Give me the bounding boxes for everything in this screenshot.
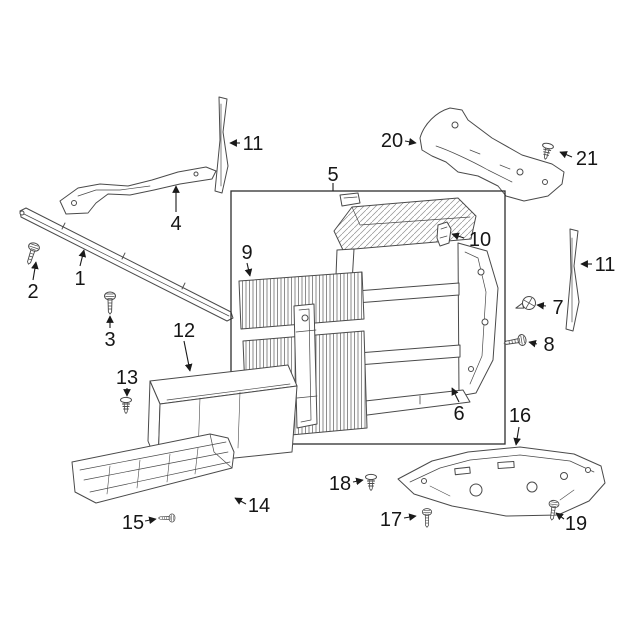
leader-15 bbox=[144, 516, 157, 525]
part-11-right-side-bracket bbox=[565, 228, 580, 332]
callout-label-2: 2 bbox=[27, 281, 38, 303]
callout-label-18: 18 bbox=[329, 473, 351, 495]
leader-6 bbox=[451, 387, 460, 403]
part-18-push-clip bbox=[365, 473, 377, 491]
part-3-bolt bbox=[104, 291, 116, 315]
callout-label-19: 19 bbox=[565, 513, 587, 535]
callout-label-13: 13 bbox=[116, 367, 138, 389]
callout-label-21: 21 bbox=[576, 148, 598, 170]
callout-labels: 1 2 3 4 5 6 7 8 9 10 11 11 12 13 14 15 1… bbox=[27, 130, 615, 535]
leader-16 bbox=[513, 426, 521, 446]
callout-label-4: 4 bbox=[170, 213, 181, 235]
part-17-bolt bbox=[421, 508, 433, 528]
leader-10 bbox=[451, 232, 465, 240]
callout-label-20: 20 bbox=[381, 130, 403, 152]
leader-17 bbox=[403, 513, 417, 521]
part-4-upper-bracket bbox=[59, 166, 217, 215]
callout-label-11-left: 11 bbox=[243, 133, 264, 155]
callout-label-8: 8 bbox=[543, 334, 554, 356]
part-16-under-cover bbox=[397, 446, 606, 517]
part-1-support-bar bbox=[19, 207, 234, 322]
leader-19 bbox=[555, 512, 565, 521]
callout-label-3: 3 bbox=[104, 329, 115, 351]
part-15-screw bbox=[158, 513, 176, 523]
part-2-bolt bbox=[22, 240, 41, 267]
leader-18 bbox=[352, 477, 364, 486]
part-11-left-side-bracket bbox=[214, 96, 229, 194]
callout-label-6: 6 bbox=[453, 403, 464, 425]
leader-7 bbox=[536, 301, 547, 310]
leader-8 bbox=[528, 339, 538, 348]
part-7-thumb-screw bbox=[515, 296, 536, 310]
callout-label-17: 17 bbox=[380, 509, 402, 531]
callout-label-5: 5 bbox=[327, 164, 338, 186]
part-9-active-grille-shutter bbox=[238, 271, 368, 440]
leader-20 bbox=[404, 137, 417, 146]
callout-leader-lines bbox=[31, 137, 592, 525]
leader-2 bbox=[31, 261, 39, 281]
part-20-upper-support-bracket bbox=[419, 107, 565, 202]
leader-12 bbox=[183, 340, 193, 372]
part-8-bolt bbox=[502, 333, 528, 350]
callout-label-9: 9 bbox=[241, 242, 252, 264]
leader-1 bbox=[78, 249, 87, 267]
part-14-lower-deflector-bar bbox=[71, 433, 235, 504]
callout-label-7: 7 bbox=[552, 297, 563, 319]
leader-21 bbox=[559, 151, 573, 159]
callout-label-15: 15 bbox=[122, 512, 144, 534]
callout-label-10: 10 bbox=[469, 229, 491, 251]
leader-9 bbox=[244, 262, 253, 277]
part-10-retainer-clip bbox=[436, 221, 452, 247]
callout-label-14: 14 bbox=[248, 495, 270, 517]
callout-label-16: 16 bbox=[509, 405, 531, 427]
part-13-push-clip bbox=[120, 396, 132, 414]
callout-label-1: 1 bbox=[74, 268, 85, 290]
part-5-assembly-boundary-box bbox=[230, 190, 506, 445]
callout-label-12: 12 bbox=[173, 320, 195, 342]
part-21-push-clip bbox=[539, 141, 555, 161]
callout-label-11-right: 11 bbox=[595, 254, 616, 276]
leader-14 bbox=[234, 497, 247, 505]
